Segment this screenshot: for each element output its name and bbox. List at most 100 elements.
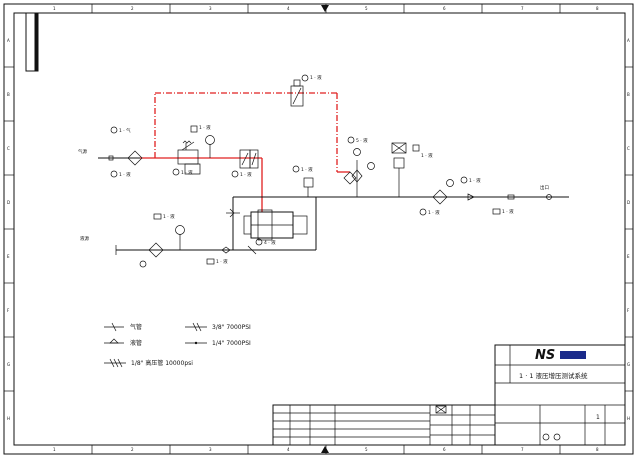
tags: [153, 125, 501, 265]
hp-check-valve: [467, 193, 475, 201]
zone-bottom-5: 5: [365, 447, 368, 452]
zone-left-G: G: [7, 362, 10, 367]
side-zone-ticks: [4, 66, 633, 392]
solenoid-valve: [239, 149, 259, 169]
legend: 气管 液管 3/8" 7000PSI 1/4" 7000PSI 1/8" 高压管…: [104, 322, 251, 368]
title-block: NS 1 · 1 液压增压测试系统 1: [272, 344, 626, 446]
bubbles: [110, 74, 468, 268]
label-4: 1 · 液: [181, 169, 193, 176]
left-zone-letters: A B C D E F G H: [7, 38, 10, 421]
hydraulic-circuit: [116, 196, 569, 251]
zone-top-1: 1: [53, 6, 56, 11]
air-regulator: [177, 140, 201, 175]
air-pressure-gauge: [205, 135, 215, 145]
lp-filter: [148, 242, 164, 258]
top-zone-numbers: 1 2 3 4 5 6 7 8: [53, 6, 599, 11]
pilot-valve-top: [290, 79, 304, 107]
right-zone-letters: A B C D E F G H: [627, 38, 630, 421]
label-11: 1 · 液: [428, 209, 440, 216]
legend-item-5: 1/8" 高压管 10000psi: [131, 359, 193, 367]
zone-top-5: 5: [365, 6, 368, 11]
zone-top-7: 7: [521, 6, 524, 11]
zone-top-8: 8: [596, 6, 599, 11]
zone-right-E: E: [627, 254, 630, 259]
zone-top-3: 3: [209, 6, 212, 11]
label-outlet: 出口: [540, 184, 549, 191]
company-logo: NS: [535, 348, 555, 363]
label-air-source: 气源: [78, 148, 87, 155]
label-16: 1 · 液: [216, 258, 228, 265]
zone-bottom-2: 2: [131, 447, 134, 452]
zone-top-4: 4: [287, 6, 290, 11]
bottom-zone-numbers: 1 2 3 4 5 6 7 8: [53, 447, 599, 452]
label-3: 1 · 液: [119, 171, 131, 178]
zone-left-E: E: [7, 254, 10, 259]
zone-bottom-7: 7: [521, 447, 524, 452]
zone-top-2: 2: [131, 6, 134, 11]
label-12: 1 · 液: [469, 177, 481, 184]
projection-symbol: [542, 433, 550, 441]
zone-right-C: C: [627, 146, 630, 151]
zone-left-H: H: [7, 416, 10, 421]
zone-right-G: G: [627, 362, 630, 367]
center-mark-top: [321, 5, 329, 12]
legend-item-2: 液管: [130, 339, 142, 347]
zone-bottom-1: 1: [53, 447, 56, 452]
hydraulic-booster: [243, 209, 308, 241]
air-inlet-chain: [98, 150, 143, 166]
hp-gauge-2: [353, 148, 361, 156]
label-13: 1 · 液: [502, 208, 514, 215]
zone-left-F: F: [7, 308, 10, 313]
hp-filter: [432, 189, 448, 205]
zone-right-B: B: [627, 92, 630, 97]
zone-left-C: C: [7, 146, 10, 151]
label-15: 4 · 液: [264, 239, 276, 246]
pressure-switch: [303, 177, 314, 197]
label-5: 1 · 液: [199, 124, 211, 131]
label-10: 1 · 液: [421, 152, 433, 159]
lp-gauge: [175, 225, 185, 235]
hp-valve-assembly: [343, 160, 363, 197]
zone-left-B: B: [7, 92, 10, 97]
air-inlet-port: [108, 155, 114, 161]
zone-bottom-3: 3: [209, 447, 212, 452]
hp-solenoid-valve: [391, 142, 420, 197]
hp-gauge-3: [446, 179, 454, 187]
legend-item-4: 1/4" 7000PSI: [212, 340, 251, 347]
pneumatic-circuit: [140, 92, 350, 212]
company-logo-bar: [560, 351, 586, 359]
sheet-number: 1: [596, 414, 600, 421]
zone-bottom-8: 8: [596, 447, 599, 452]
check-valve-booster-inlet: [226, 208, 240, 218]
zone-right-H: H: [627, 416, 630, 421]
label-7: 1 · 液: [310, 74, 322, 81]
zone-bottom-6: 6: [443, 447, 446, 452]
label-liquid-source: 液源: [80, 235, 89, 242]
zone-right-F: F: [627, 308, 630, 313]
label-14: 1 · 液: [163, 213, 175, 220]
center-mark-bottom: [321, 446, 329, 453]
zone-right-D: D: [627, 200, 630, 205]
zone-bottom-4: 4: [287, 447, 290, 452]
lp-valve: [221, 246, 231, 254]
label-8: 1 · 液: [301, 166, 313, 173]
top-zone-ticks: [91, 4, 561, 454]
label-6: 1 · 液: [240, 171, 252, 178]
hp-gauge-1: [367, 162, 375, 170]
label-9: 5 · 液: [356, 137, 368, 144]
lp-inlet-chain: [115, 225, 257, 258]
outlet-fitting: [507, 194, 552, 200]
zone-left-D: D: [7, 200, 10, 205]
corner-tab: [25, 12, 39, 72]
zone-top-6: 6: [443, 6, 446, 11]
drawing-title: 1 · 1 液压增压测试系统: [519, 371, 588, 380]
air-filter: [127, 150, 143, 166]
legend-item-1: 气管: [130, 323, 142, 331]
zone-left-A: A: [7, 38, 10, 43]
legend-item-3: 3/8" 7000PSI: [212, 324, 251, 331]
label-1: 1 · 气: [119, 127, 131, 134]
zone-right-A: A: [627, 38, 630, 43]
component-labels: 1 · 气 气源 1 · 液 1 · 液 1 · 液 1 · 液 1 · 液 1…: [78, 74, 549, 265]
